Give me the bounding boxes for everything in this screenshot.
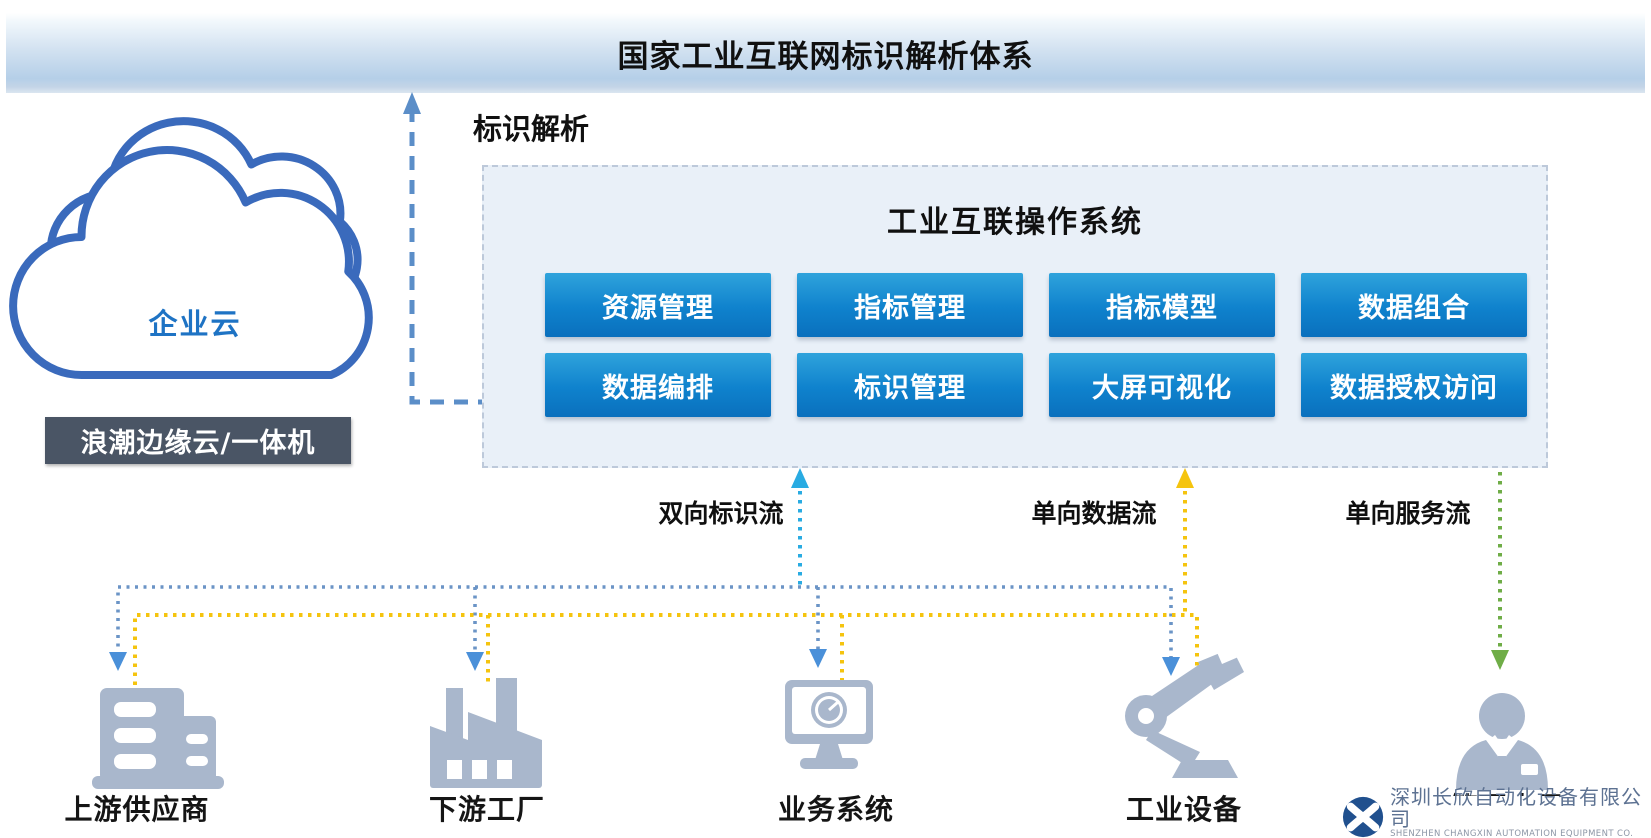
- platform-module-grid: 资源管理 指标管理 指标模型 数据组合 数据编排 标识管理 大屏可视化 数据授权…: [545, 273, 1529, 417]
- company-name-cn: 深圳长欣自动化设备有限公司: [1390, 784, 1643, 831]
- module-indicator-model: 指标模型: [1049, 273, 1275, 337]
- module-indicator-management: 指标管理: [797, 273, 1023, 337]
- robot-arm-icon: [1125, 640, 1250, 778]
- factory-icon: [430, 678, 542, 788]
- flow-label-one-way-data: 单向数据流: [1031, 499, 1157, 528]
- module-data-orchestration: 数据编排: [545, 353, 771, 417]
- person-icon: [1456, 693, 1548, 790]
- building-icon: [92, 688, 224, 789]
- identification-resolution-label: 标识解析: [473, 112, 590, 146]
- banner: 国家工业互联网标识解析体系: [6, 13, 1645, 93]
- one-way-service-flow-line: [1491, 472, 1509, 670]
- endpoint-label-business-system: 业务系统: [777, 793, 894, 826]
- module-data-combination: 数据组合: [1301, 273, 1527, 337]
- enterprise-cloud-icon: [13, 121, 369, 375]
- module-dashboard-visualization: 大屏可视化: [1049, 353, 1275, 417]
- enterprise-cloud-label: 企业云: [148, 307, 242, 341]
- monitor-icon: [785, 680, 873, 769]
- identification-network-lines: [109, 585, 1180, 676]
- bidirectional-identification-flow-line: [791, 468, 809, 587]
- platform-title: 工业互联操作系统: [887, 205, 1143, 240]
- module-data-authorized-access: 数据授权访问: [1301, 353, 1527, 417]
- one-way-data-flow-line: [1176, 468, 1194, 615]
- flow-label-one-way-service: 单向服务流: [1345, 499, 1471, 528]
- company-logo-icon: [1342, 796, 1384, 838]
- company-logo: 深圳长欣自动化设备有限公司 SHENZHEN CHANGXIN AUTOMATI…: [1342, 786, 1651, 838]
- flow-label-bidirectional-identification: 双向标识流: [658, 499, 784, 528]
- module-resource-management: 资源管理: [545, 273, 771, 337]
- endpoint-label-downstream-factory: 下游工厂: [428, 793, 545, 826]
- identification-resolution-arrow: [403, 92, 492, 405]
- edge-cloud-label: 浪潮边缘云/一体机: [45, 417, 351, 464]
- endpoint-label-industrial-equipment: 工业设备: [1125, 793, 1242, 826]
- module-identification-management: 标识管理: [797, 353, 1023, 417]
- endpoint-label-upstream-supplier: 上游供应商: [64, 793, 210, 826]
- data-network-lines: [133, 613, 1199, 690]
- company-name-en: SHENZHEN CHANGXIN AUTOMATION EQUIPMENT C…: [1390, 828, 1634, 838]
- industrial-internet-os-box: 工业互联操作系统 资源管理 指标管理 指标模型 数据组合 数据编排 标识管理 大…: [482, 165, 1548, 468]
- page-title: 国家工业互联网标识解析体系: [617, 38, 1034, 75]
